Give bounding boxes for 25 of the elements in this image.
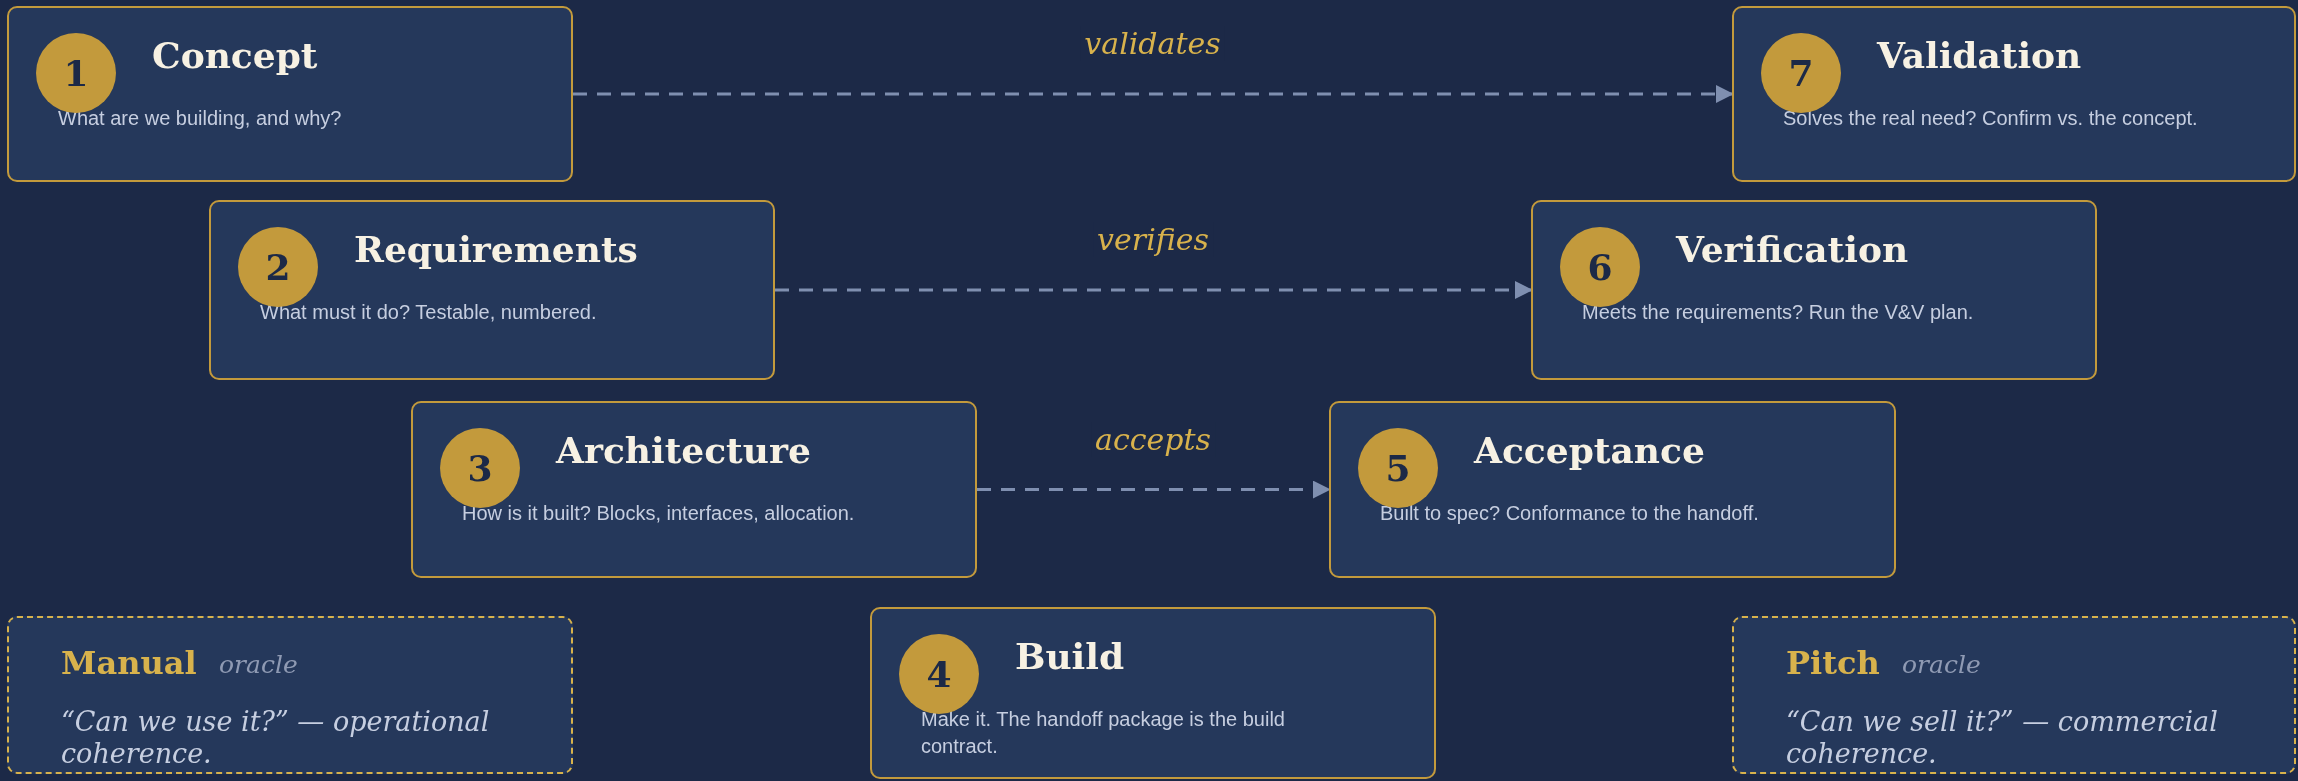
- card-subtitle: oracle: [1902, 650, 1981, 679]
- card-title: Build: [1015, 635, 1125, 677]
- card-title: Requirements: [354, 228, 638, 270]
- oracle-card: [1732, 616, 2296, 774]
- dashed-arrow: [775, 281, 1533, 299]
- card-title: Pitch: [1786, 644, 1880, 682]
- stage-card: [1531, 200, 2097, 380]
- stage-card: [209, 200, 775, 380]
- card-title: Manual: [61, 644, 197, 682]
- card-title: Concept: [152, 34, 318, 76]
- card-title: Validation: [1877, 34, 2082, 76]
- card-title: Verification: [1676, 228, 1909, 270]
- card-quote: “Can we sell it?” — commercial coherence.: [1786, 706, 2219, 771]
- stage-card: [870, 607, 1436, 779]
- stage-card: [1732, 6, 2296, 182]
- card-subtitle: oracle: [219, 650, 298, 679]
- dashed-arrow: [977, 480, 1331, 499]
- card-title: Acceptance: [1474, 429, 1705, 471]
- card-quote: “Can we use it?” — operational coherence.: [61, 706, 491, 771]
- stage-card: [411, 401, 977, 578]
- stage-card: [7, 6, 573, 182]
- oracle-card: [7, 616, 573, 774]
- dashed-arrow: [573, 85, 1734, 103]
- stage-card: [1329, 401, 1896, 578]
- card-title: Architecture: [556, 429, 811, 471]
